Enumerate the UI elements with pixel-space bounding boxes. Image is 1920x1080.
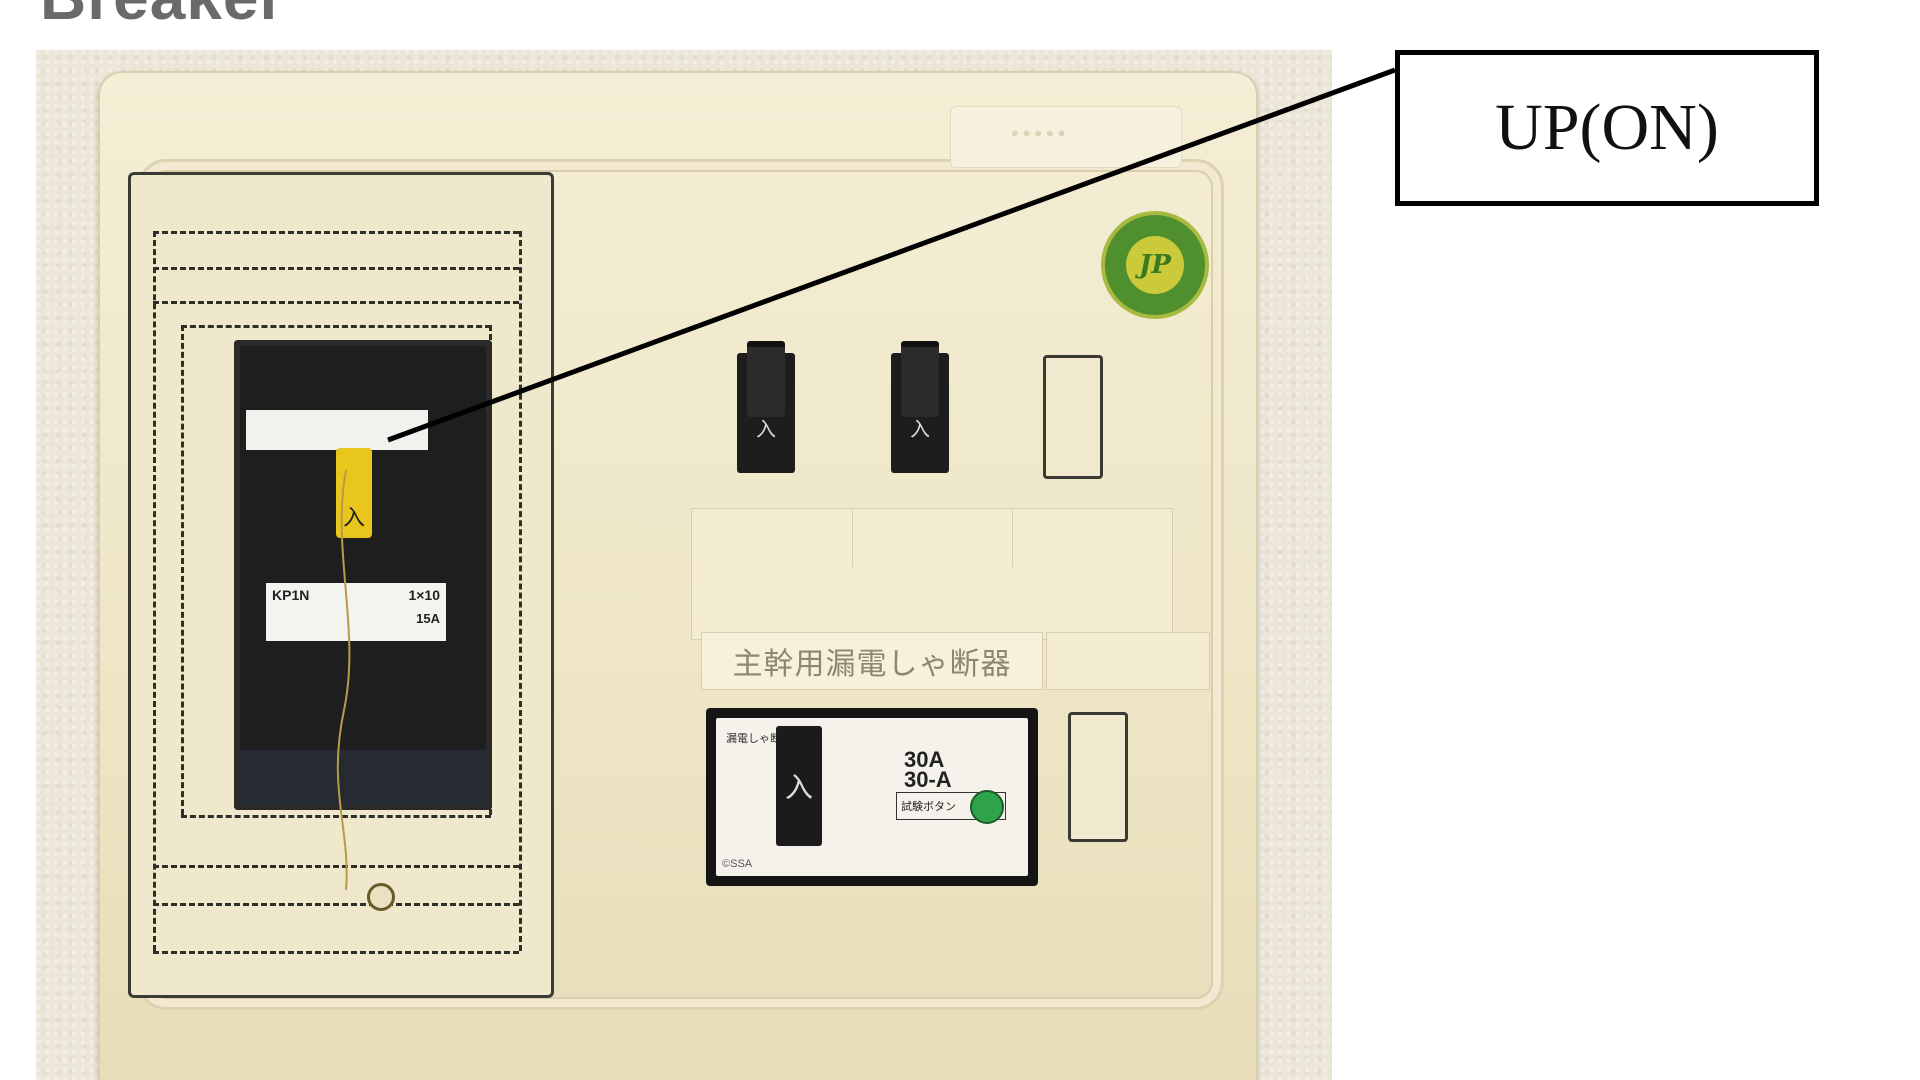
elcb-toggle[interactable]: 入	[776, 726, 822, 846]
elcb-label: 主幹用漏電しゃ断器	[701, 632, 1043, 690]
main-breaker-amp: 15A	[416, 611, 440, 626]
elcb-rating: 30A 30-A	[904, 747, 952, 792]
main-breaker-model: KP1N	[272, 587, 310, 603]
jis-certification-seal-icon: JP	[1101, 211, 1209, 319]
elcb-rating-2: 30-A	[904, 767, 952, 792]
branch-breaker-2-glyph: 入	[910, 419, 930, 441]
breaker-panel-photo: ••••• JP 入 KP1N 1×10 15A 入 入	[36, 50, 1332, 1080]
page-title: Breaker	[40, 0, 285, 34]
elcb-bottom-text: ©SSA	[722, 858, 753, 870]
elcb-test-button[interactable]	[970, 790, 1004, 824]
maker-plate-text: •••••	[1011, 121, 1070, 146]
branch-breaker-1-glyph: 入	[756, 419, 776, 441]
maker-plate: •••••	[950, 106, 1182, 168]
jis-mark-text: JP	[1126, 236, 1184, 294]
elcb-rating-1: 30A	[904, 747, 945, 772]
seal-wire	[336, 470, 351, 890]
branch-breaker-2-handle[interactable]	[901, 341, 939, 417]
callout-up-on: UP(ON)	[1395, 50, 1819, 206]
branch-breaker-2[interactable]: 入	[891, 341, 949, 473]
main-breaker-rating-label: KP1N 1×10 15A	[266, 583, 446, 641]
seal-ring	[367, 883, 395, 911]
main-breaker-rating-line: 1×10	[408, 587, 440, 603]
blank-slot-top	[1043, 355, 1103, 479]
branch-breaker-1-handle[interactable]	[747, 341, 785, 417]
branch-breaker-1[interactable]: 入	[737, 341, 795, 473]
elcb-test-label: 試験ボタン	[896, 792, 1006, 820]
elcb-brand: 漏電しゃ断器	[726, 733, 792, 745]
blank-slot-bottom	[1068, 712, 1128, 842]
main-breaker-top-label	[246, 410, 428, 450]
aux-label	[1046, 632, 1210, 690]
